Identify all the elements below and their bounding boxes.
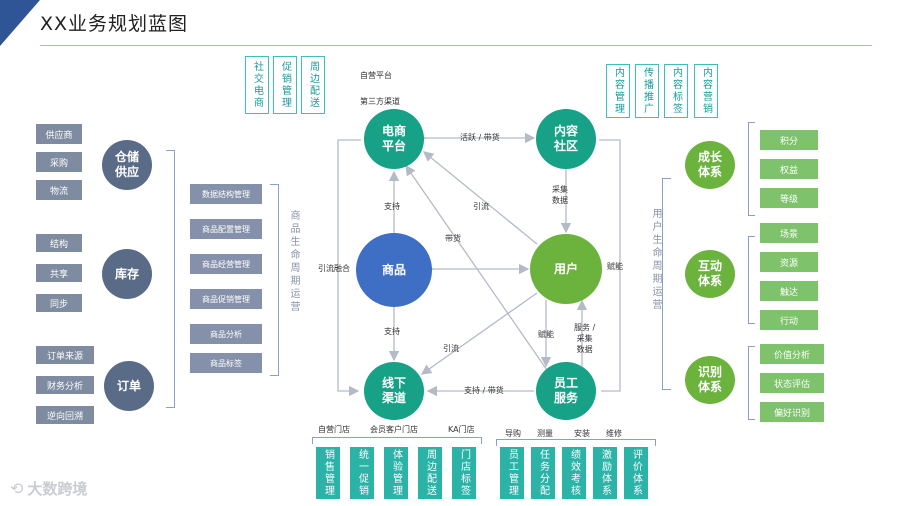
staff-tag: 任务分配 bbox=[531, 447, 555, 499]
staff-label: 维修 bbox=[606, 429, 622, 438]
offline-label: 会员客户门店 bbox=[370, 425, 418, 434]
staff-label: 安装 bbox=[574, 429, 590, 438]
order-item: 订单来源 bbox=[36, 346, 94, 364]
offline-tag: 销售管理 bbox=[316, 447, 340, 499]
ecommerce-tag: 周边配送 bbox=[301, 56, 325, 114]
staff-tag: 评价体系 bbox=[624, 447, 648, 499]
edge-label-carry-goods: 带货 bbox=[445, 234, 461, 243]
node-staff-service: 员工 服务 bbox=[536, 362, 596, 420]
edge-user-ecommerce bbox=[422, 151, 538, 245]
node-offline-channel: 线下 渠道 bbox=[364, 362, 424, 420]
title-underline bbox=[40, 45, 872, 46]
product-mgmt-item: 商品经营管理 bbox=[190, 254, 262, 274]
growth-item: 等级 bbox=[760, 188, 818, 208]
growth-bracket bbox=[748, 122, 755, 216]
offline-tag: 体验管理 bbox=[384, 447, 408, 499]
identify-bracket bbox=[748, 346, 755, 420]
edge-user-offline bbox=[420, 292, 538, 375]
edge-label-active-goods: 活跃 / 带货 bbox=[460, 133, 500, 142]
user-bracket bbox=[662, 178, 671, 390]
staff-bracket bbox=[496, 439, 656, 446]
page-title: XX业务规划蓝图 bbox=[40, 13, 189, 35]
watermark-text: 大数跨境 bbox=[27, 480, 88, 498]
content-tag: 传播推广 bbox=[635, 64, 659, 118]
content-tag: 内容营销 bbox=[694, 64, 718, 118]
label-third-party: 第三方渠道 bbox=[360, 97, 400, 106]
growth-item: 权益 bbox=[760, 159, 818, 179]
user-lifecycle-label: 用户生命周期运营 bbox=[650, 208, 661, 312]
inventory-item: 共享 bbox=[36, 264, 82, 282]
product-mgmt-item: 数据结构管理 bbox=[190, 184, 262, 204]
title-accent-shape bbox=[0, 0, 40, 46]
inventory-item: 同步 bbox=[36, 294, 82, 312]
edge-label-support-top: 支持 bbox=[384, 202, 400, 211]
title-bar: XX业务规划蓝图 bbox=[0, 0, 900, 46]
node-warehouse-supply: 仓储 供应 bbox=[102, 140, 152, 190]
interaction-item: 行动 bbox=[760, 310, 818, 330]
identify-item: 偏好识别 bbox=[760, 402, 824, 422]
interaction-item: 场景 bbox=[760, 223, 818, 243]
edge-label-empower-right: 赋能 bbox=[607, 262, 623, 271]
edge-label-empower-mid: 赋能 bbox=[538, 330, 554, 339]
node-interaction-system: 互动 体系 bbox=[685, 250, 735, 298]
product-lifecycle-label: 商品生命周期运营 bbox=[288, 210, 299, 314]
node-order: 订单 bbox=[104, 361, 154, 411]
order-item: 逆向回溯 bbox=[36, 406, 94, 424]
product-mgmt-item: 商品分析 bbox=[190, 324, 262, 344]
product-mgmt-item: 商品促销管理 bbox=[190, 289, 262, 309]
ecommerce-tag: 促销管理 bbox=[273, 56, 297, 114]
identify-item: 状态评估 bbox=[760, 373, 824, 393]
product-bracket bbox=[270, 184, 279, 376]
node-product: 商品 bbox=[356, 233, 432, 307]
watermark-logo-icon: ⟲ bbox=[10, 479, 24, 498]
product-mgmt-item: 商品配置管理 bbox=[190, 219, 262, 239]
edge-label-service-data: 服务 / 采集 数据 bbox=[574, 323, 596, 354]
staff-tag: 绩效考核 bbox=[562, 447, 586, 499]
offline-tag: 门店标签 bbox=[452, 447, 476, 499]
inventory-item: 结构 bbox=[36, 234, 82, 252]
edge-label-traffic-merge: 引流融合 bbox=[318, 264, 350, 273]
staff-tag: 员工管理 bbox=[500, 447, 524, 499]
edge-label-support-goods: 支持 / 带货 bbox=[464, 386, 504, 395]
ecommerce-tag: 社交电商 bbox=[245, 56, 269, 114]
interaction-item: 触达 bbox=[760, 281, 818, 301]
order-item: 财务分析 bbox=[36, 376, 94, 394]
node-content-community: 内容 社区 bbox=[536, 109, 596, 169]
offline-tag: 统一促销 bbox=[350, 447, 374, 499]
label-self-platform: 自营平台 bbox=[360, 71, 392, 80]
interaction-item: 资源 bbox=[760, 252, 818, 272]
staff-label: 导购 bbox=[505, 429, 521, 438]
edge-right-loop bbox=[599, 139, 621, 392]
interaction-bracket bbox=[748, 236, 755, 324]
offline-label: KA门店 bbox=[448, 425, 475, 434]
edge-label-traffic-2: 引流 bbox=[443, 344, 459, 353]
product-mgmt-item: 商品标签 bbox=[190, 353, 262, 373]
staff-tag: 激励体系 bbox=[593, 447, 617, 499]
edge-label-collect-data: 采集 数据 bbox=[552, 185, 568, 205]
node-user: 用户 bbox=[530, 234, 602, 304]
warehouse-item: 供应商 bbox=[36, 124, 82, 144]
warehouse-item: 物流 bbox=[36, 180, 82, 200]
warehouse-item: 采购 bbox=[36, 152, 82, 172]
edge-left-loop bbox=[337, 139, 361, 397]
node-inventory: 库存 bbox=[102, 249, 152, 299]
content-tag: 内容标签 bbox=[664, 64, 688, 118]
identify-item: 价值分析 bbox=[760, 344, 824, 364]
content-tag: 内容管理 bbox=[606, 64, 630, 118]
edge-label-support-bottom: 支持 bbox=[384, 327, 400, 336]
node-growth-system: 成长 体系 bbox=[685, 141, 735, 189]
node-identify-system: 识别 体系 bbox=[685, 356, 735, 404]
node-ecommerce-platform: 电商 平台 bbox=[364, 109, 424, 169]
left-bracket bbox=[166, 150, 175, 408]
growth-item: 积分 bbox=[760, 130, 818, 150]
edge-label-traffic-1: 引流 bbox=[473, 202, 489, 211]
offline-tag: 周边配送 bbox=[418, 447, 442, 499]
offline-label: 自营门店 bbox=[318, 425, 350, 434]
offline-bracket bbox=[312, 437, 482, 444]
watermark: ⟲ 大数跨境 bbox=[10, 478, 87, 499]
staff-label: 测量 bbox=[537, 429, 553, 438]
